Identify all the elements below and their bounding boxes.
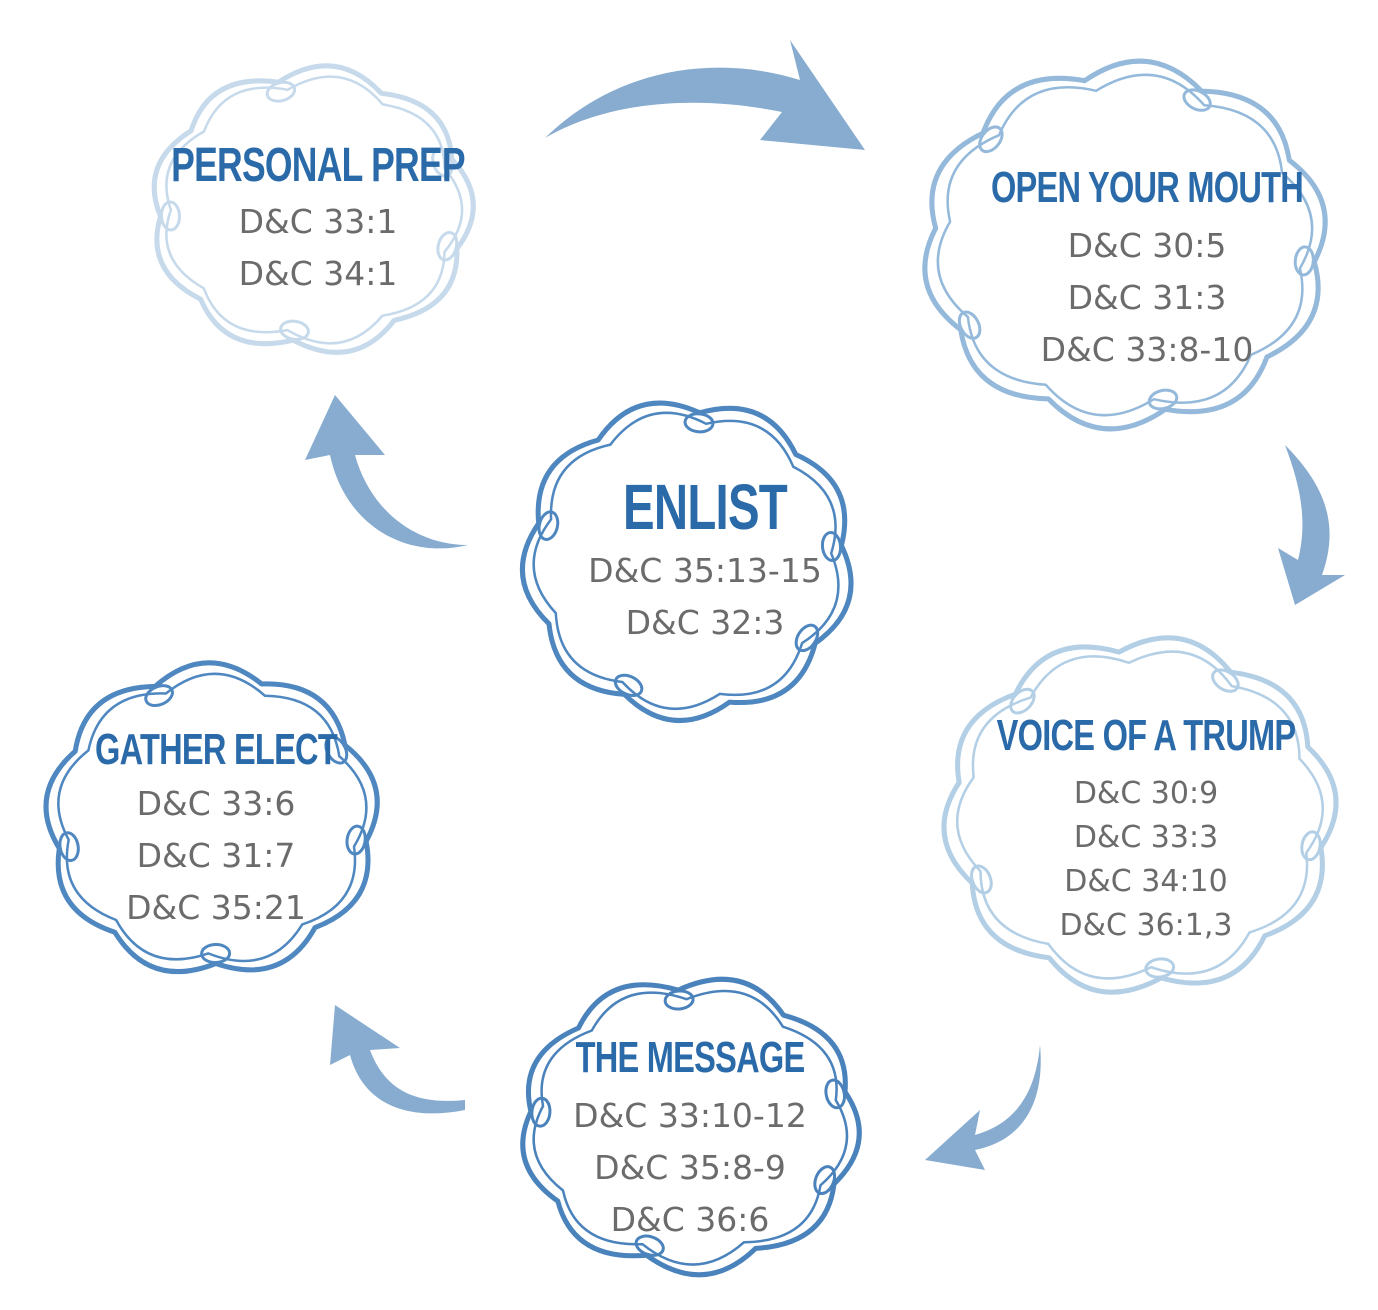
cloud-curl	[978, 125, 1004, 154]
reference-list: D&C 35:13-15 D&C 32:3	[588, 545, 822, 649]
cloud-curl	[58, 831, 80, 862]
arrow-mouth-to-trump	[1278, 445, 1345, 605]
arrow-message-to-elect	[330, 1005, 465, 1114]
node-title: VOICE OF A TRUMP	[996, 711, 1296, 760]
cloud-curl	[820, 531, 843, 562]
cloud-curl	[159, 200, 182, 232]
cloud-curl	[436, 230, 459, 262]
cloud-curl	[1144, 957, 1176, 979]
cloud-curl	[1211, 668, 1240, 693]
arrow-prep-to-mouth	[545, 40, 865, 150]
cloud-curl	[970, 864, 993, 895]
reference-item: D&C 36:6	[610, 1200, 770, 1239]
cloud-curl	[957, 310, 982, 340]
cloud-curl	[683, 412, 715, 434]
node-gather-elect: GATHER ELECT D&C 33:6 D&C 31:7 D&C 35:21	[53, 728, 380, 934]
node-title: THE MESSAGE	[575, 1033, 806, 1082]
reference-list: D&C 33:1 D&C 34:1	[120, 196, 517, 300]
reference-item: D&C 33:1	[238, 202, 398, 241]
reference-item: D&C 33:8-10	[1040, 330, 1254, 369]
cloud-curl	[1147, 388, 1179, 411]
reference-item: D&C 31:3	[1067, 278, 1227, 317]
cloud-inner-outline	[532, 411, 840, 710]
node-open-your-mouth: OPEN YOUR MOUTH D&C 30:5 D&C 31:3 D&C 33…	[936, 166, 1358, 376]
cloud-curl	[537, 510, 560, 541]
cloud-curl	[431, 147, 454, 178]
node-enlist: ENLIST D&C 35:13-15 D&C 32:3	[588, 475, 822, 649]
cloud-inner-outline	[955, 650, 1325, 980]
cloud-curl	[345, 824, 367, 856]
node-title: PERSONAL PREP	[171, 139, 465, 192]
node-title: GATHER ELECT	[95, 725, 338, 774]
reference-list: D&C 33:10-12 D&C 35:8-9 D&C 36:6	[535, 1090, 844, 1246]
cloud-personal-prep	[151, 63, 476, 355]
cloud-outline	[520, 976, 862, 1278]
reference-list: D&C 30:9 D&C 33:3 D&C 34:10 D&C 36:1,3	[944, 772, 1348, 948]
reference-item: D&C 35:21	[126, 888, 306, 927]
cloud-curl	[663, 989, 695, 1011]
cloud-curl	[824, 1078, 846, 1110]
cloud-inner-outline	[532, 989, 849, 1266]
arrow-enlist-to-prep	[305, 395, 468, 549]
arrow-trump-to-message	[925, 1045, 1041, 1170]
cloud-outline	[922, 58, 1328, 432]
node-title: ENLIST	[623, 471, 788, 543]
cloud-curl	[279, 319, 310, 341]
cloud-outline	[43, 660, 380, 975]
cloud-curl	[634, 1234, 665, 1257]
cloud-curl	[265, 80, 297, 103]
cloud-curl	[613, 673, 644, 697]
cloud-gather-elect	[43, 660, 380, 975]
cloud-outline	[151, 63, 476, 355]
cloud-curl	[1182, 88, 1212, 112]
cloud-open-your-mouth	[922, 58, 1328, 432]
reference-item: D&C 34:1	[238, 254, 398, 293]
reference-item: D&C 34:10	[1064, 864, 1228, 899]
cloud-inner-outline	[165, 75, 464, 345]
reference-item: D&C 32:3	[625, 603, 785, 642]
cloud-curl	[324, 735, 349, 765]
cloud-outline	[519, 400, 854, 723]
reference-item: D&C 35:8-9	[594, 1148, 786, 1187]
reference-item: D&C 33:10-12	[573, 1096, 807, 1135]
cloud-inner-outline	[57, 672, 368, 963]
cloud-inner-outline	[936, 73, 1314, 417]
reference-list: D&C 30:5 D&C 31:3 D&C 33:8-10	[936, 220, 1358, 376]
cloud-outline	[941, 635, 1339, 995]
clouds-layer	[43, 58, 1339, 1278]
node-title: OPEN YOUR MOUTH	[990, 163, 1304, 212]
reference-item: D&C 35:13-15	[588, 551, 822, 590]
cloud-curl	[144, 684, 174, 708]
cloud-voice-of-a-trump	[941, 635, 1339, 995]
arrows-layer	[305, 40, 1345, 1170]
reference-item: D&C 36:1,3	[1059, 908, 1233, 943]
reference-item: D&C 30:5	[1067, 226, 1227, 265]
cloud-curl	[530, 1096, 552, 1128]
node-the-message: THE MESSAGE D&C 33:10-12 D&C 35:8-9 D&C …	[535, 1036, 844, 1246]
cloud-the-message	[520, 976, 862, 1278]
cloud-curl	[1293, 245, 1315, 277]
reference-list: D&C 33:6 D&C 31:7 D&C 35:21	[53, 778, 380, 934]
cloud-enlist	[519, 400, 854, 723]
cloud-curl	[794, 623, 820, 653]
cloud-curl	[813, 1165, 837, 1196]
reference-item: D&C 33:3	[1073, 820, 1219, 855]
node-voice-of-a-trump: VOICE OF A TRUMP D&C 30:9 D&C 33:3 D&C 3…	[944, 714, 1348, 948]
cloud-curl	[1300, 830, 1322, 862]
node-personal-prep: PERSONAL PREP D&C 33:1 D&C 34:1	[120, 142, 517, 300]
reference-item: D&C 33:6	[136, 784, 296, 823]
cloud-curl	[200, 942, 232, 965]
cloud-curl	[1009, 687, 1036, 715]
reference-item: D&C 31:7	[136, 836, 296, 875]
reference-item: D&C 30:9	[1073, 776, 1219, 811]
